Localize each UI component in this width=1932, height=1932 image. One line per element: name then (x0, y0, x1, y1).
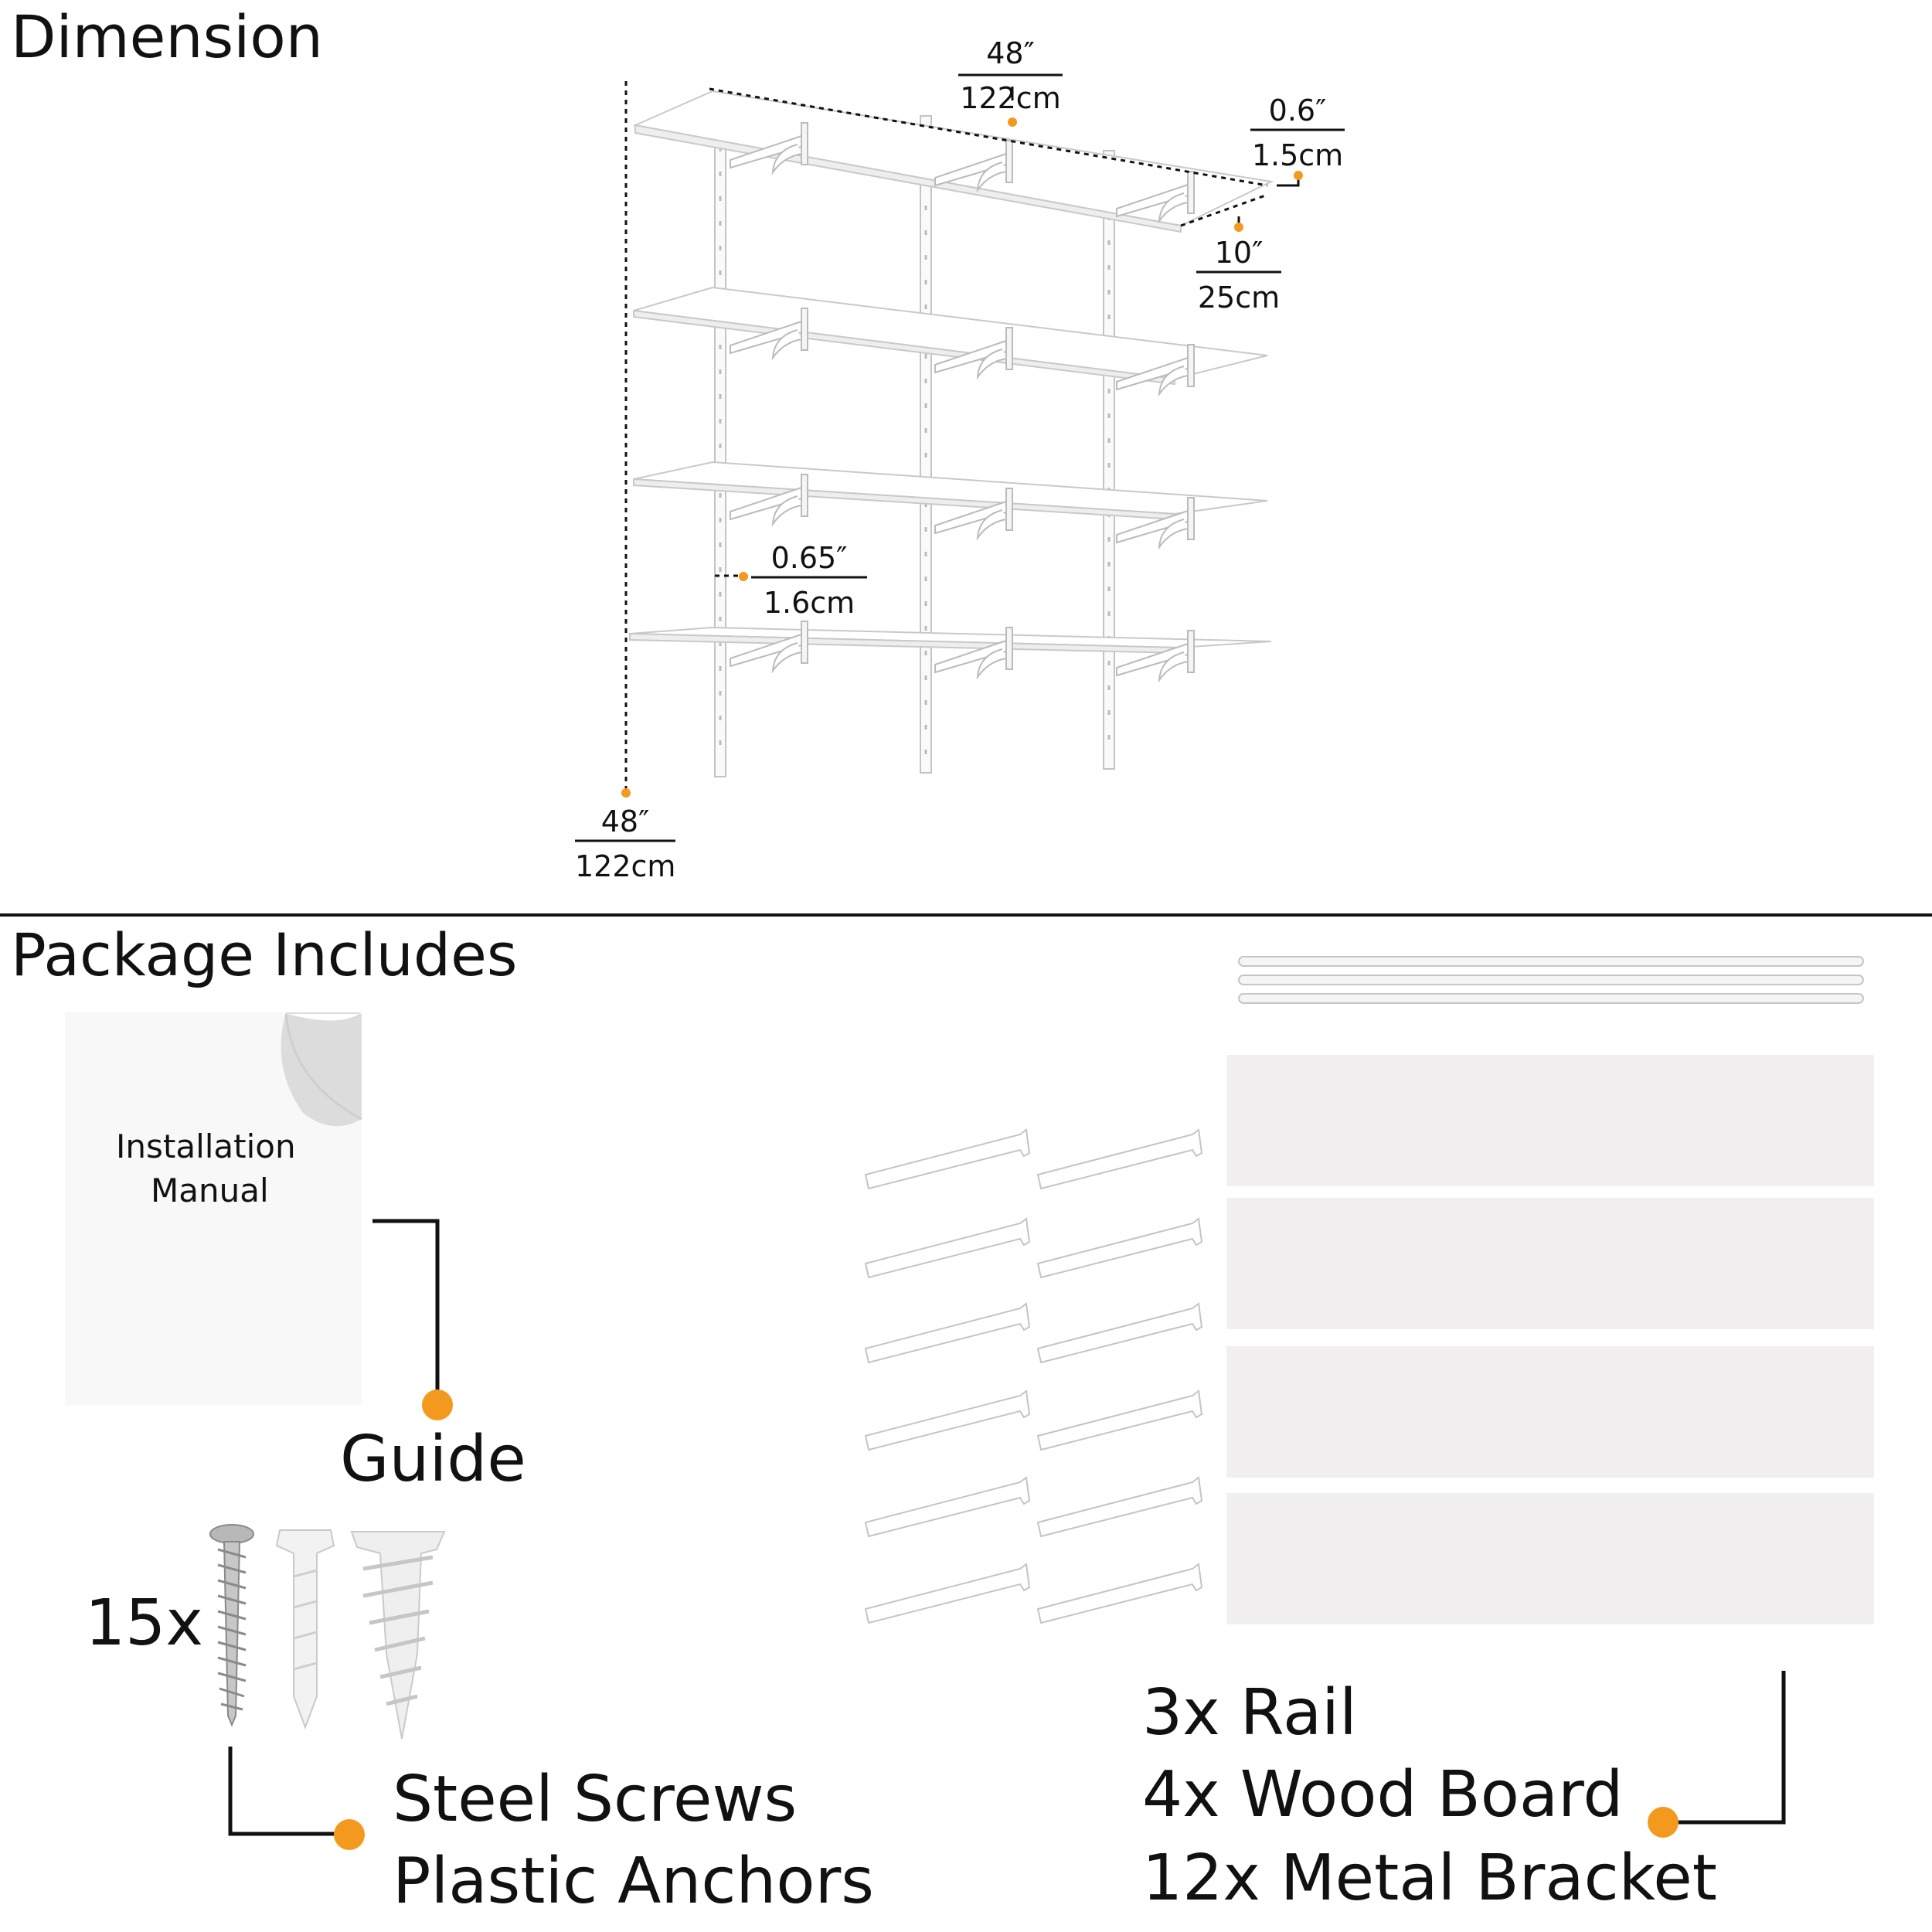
hardware-line2: Plastic Anchors (393, 1845, 875, 1918)
depth-imperial: 10″ (1214, 236, 1264, 270)
callout-connectors (228, 1219, 1786, 1836)
installation-manual (65, 1012, 362, 1405)
rail-gap-imperial: 0.65″ (770, 541, 848, 575)
wall-rails (714, 115, 1115, 777)
dimension-lines (575, 73, 1345, 842)
guide-label: Guide (340, 1423, 526, 1496)
item-metal-brackets: 12x Metal Bracket (1142, 1842, 1717, 1915)
width-imperial: 48″ (986, 36, 1035, 70)
callout-dots (334, 1389, 1679, 1850)
rail-gap-metric: 1.6cm (763, 586, 855, 620)
loose-rails (1238, 956, 1864, 1004)
hardware-line1: Steel Screws (393, 1763, 798, 1836)
dimension-markers (621, 117, 1303, 798)
package-title: Package Includes (11, 920, 518, 989)
width-metric: 122cm (960, 81, 1061, 115)
manual-title-line2: Manual (151, 1172, 269, 1209)
screws-anchors (209, 1524, 446, 1740)
height-imperial: 48″ (600, 804, 650, 838)
item-wood-boards: 4x Wood Board (1142, 1758, 1624, 1832)
loose-boards (1226, 1055, 1874, 1624)
depth-metric: 25cm (1197, 281, 1281, 315)
thickness-metric: 1.5cm (1251, 138, 1344, 172)
section-divider (0, 913, 1932, 917)
shelf-boards (629, 90, 1274, 655)
height-metric: 122cm (575, 849, 676, 883)
loose-brackets (865, 1129, 1202, 1624)
dimension-title: Dimension (11, 2, 323, 71)
hardware-count: 15x (85, 1587, 203, 1660)
item-rails: 3x Rail (1142, 1676, 1357, 1750)
thickness-imperial: 0.6″ (1268, 94, 1327, 128)
manual-title-line1: Installation (116, 1128, 296, 1165)
